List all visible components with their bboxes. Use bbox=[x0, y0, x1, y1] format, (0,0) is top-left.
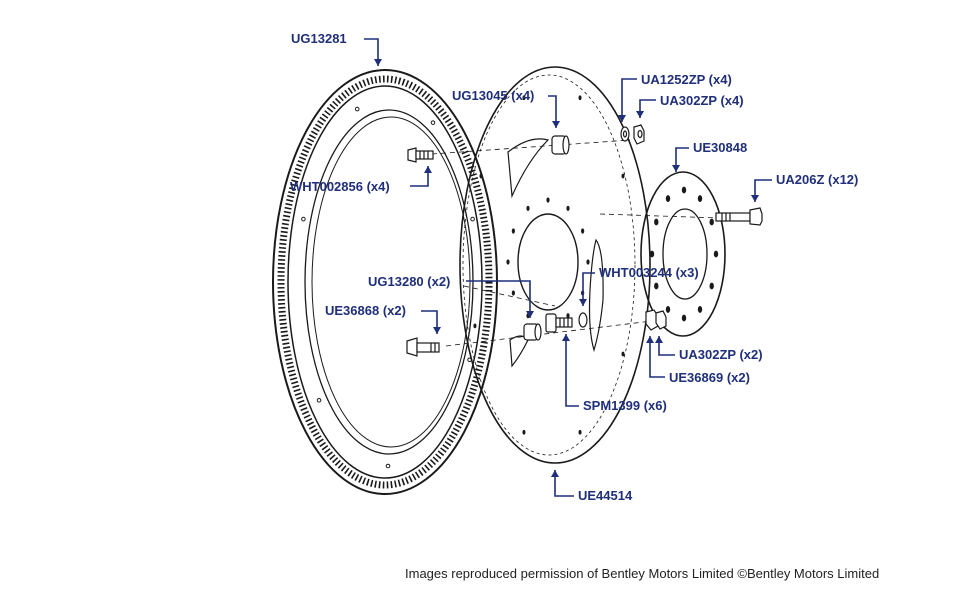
clamp-hole bbox=[713, 250, 719, 258]
leader-arrow bbox=[655, 336, 663, 343]
nut-top bbox=[633, 124, 645, 145]
ring-hole bbox=[354, 106, 360, 112]
leader-arrow bbox=[526, 311, 534, 318]
leader-ue30848 bbox=[675, 147, 689, 172]
clamp-hole bbox=[697, 195, 703, 202]
leader-arrow bbox=[433, 327, 441, 334]
callout-ug13280: UG13280 (x2) bbox=[368, 274, 451, 289]
ring-hole bbox=[316, 397, 322, 403]
plate-outer-hole bbox=[621, 351, 625, 357]
callout-ua302zp-bottom: UA302ZP (x2) bbox=[679, 347, 763, 362]
plate-bolt-hole bbox=[581, 228, 585, 234]
leader-arrow bbox=[646, 336, 654, 343]
plate-outer-hole bbox=[621, 173, 625, 179]
leader-wht002856 bbox=[410, 166, 429, 187]
leader-spm1399 bbox=[565, 334, 579, 407]
clamp-hole bbox=[654, 218, 659, 226]
copyright-credit: Images reproduced permission of Bentley … bbox=[405, 566, 880, 581]
ring-hole bbox=[301, 216, 306, 222]
leader-arrow bbox=[751, 195, 759, 202]
plate-outer-hole bbox=[522, 95, 526, 101]
callout-spm1399: SPM1399 (x6) bbox=[583, 398, 667, 413]
callout-ua206z: UA206Z (x12) bbox=[776, 172, 859, 187]
plate-bolt-hole bbox=[526, 205, 530, 211]
spacer bbox=[551, 135, 570, 155]
leader-ug13281 bbox=[364, 38, 379, 66]
clamp-hole bbox=[665, 195, 671, 202]
clamp-hole bbox=[649, 250, 655, 258]
clamp-plate-holes bbox=[649, 186, 719, 322]
ring-hole bbox=[430, 120, 436, 125]
leader-arrow bbox=[636, 111, 644, 118]
plate-outer-hole bbox=[473, 323, 477, 329]
leader-arrow bbox=[562, 334, 570, 341]
callout-ua302zp-top: UA302ZP (x4) bbox=[660, 93, 744, 108]
leader-ua206z bbox=[754, 179, 772, 202]
pin-stack bbox=[545, 312, 588, 333]
leader-arrow bbox=[551, 470, 559, 477]
clamp-hole bbox=[665, 306, 671, 313]
leader-wht003244 bbox=[582, 272, 595, 306]
leader-lines bbox=[364, 38, 772, 497]
plate-bolt-hole bbox=[506, 259, 510, 265]
callout-ue36868: UE36868 (x2) bbox=[325, 303, 406, 318]
ring-hole bbox=[470, 216, 475, 222]
callout-wht003244: WHT003244 (x3) bbox=[599, 265, 699, 280]
leader-ue36869 bbox=[649, 336, 665, 378]
plate-outer-hole bbox=[479, 173, 483, 179]
leader-ua302zp-top bbox=[639, 99, 656, 118]
leader-ua302zp-bottom bbox=[658, 336, 675, 356]
clamp-plate bbox=[640, 171, 726, 337]
plate-bolt-hole bbox=[586, 259, 590, 265]
leader-arrow bbox=[672, 165, 680, 172]
plate-bolt-hole bbox=[566, 313, 570, 319]
clamp-hole bbox=[681, 314, 687, 322]
plate-bolt-hole bbox=[511, 228, 515, 234]
assembly-axes bbox=[431, 139, 721, 347]
plate-bolt-hole bbox=[546, 197, 550, 203]
callout-wht002856: WHT002856 (x4) bbox=[290, 179, 390, 194]
callout-ue36869: UE36869 (x2) bbox=[669, 370, 750, 385]
callout-ug13045: UG13045 (x4) bbox=[452, 88, 535, 103]
callout-ug13281: UG13281 bbox=[291, 31, 347, 46]
washer-top bbox=[620, 126, 630, 142]
leader-arrow bbox=[618, 115, 626, 122]
ring-gear bbox=[272, 69, 498, 495]
plate-outer-hole bbox=[522, 429, 526, 435]
leader-ue44514 bbox=[554, 470, 574, 497]
plate-bolt-hole bbox=[511, 290, 515, 296]
leader-arrow bbox=[424, 166, 432, 173]
clamp-hole bbox=[709, 282, 714, 290]
clamp-hole bbox=[681, 186, 687, 194]
callout-ua1252zp: UA1252ZP (x4) bbox=[641, 72, 732, 87]
dowel bbox=[523, 323, 542, 341]
clamp-hole bbox=[697, 306, 703, 313]
clamp-hole bbox=[654, 282, 659, 290]
ring-hole bbox=[385, 463, 391, 469]
leader-arrow bbox=[552, 121, 560, 128]
nut-bottom bbox=[645, 309, 667, 331]
leader-ua1252zp bbox=[621, 78, 637, 122]
drive-plate-holes bbox=[473, 95, 625, 435]
leader-ug13280 bbox=[466, 280, 531, 318]
leader-ug13045 bbox=[548, 95, 557, 128]
callout-ue44514: UE44514 bbox=[578, 488, 633, 503]
balance-bolt bbox=[406, 337, 440, 357]
drive-plate bbox=[459, 66, 651, 464]
plate-outer-hole bbox=[578, 95, 582, 101]
clamp-hole bbox=[709, 218, 714, 226]
leader-ue36868 bbox=[421, 310, 438, 334]
flange-bolt bbox=[715, 207, 763, 226]
plate-bolt-hole bbox=[566, 205, 570, 211]
callout-ue30848: UE30848 bbox=[693, 140, 748, 155]
leader-arrow bbox=[579, 299, 587, 306]
ring-bolt bbox=[407, 147, 434, 163]
leader-arrow bbox=[374, 59, 382, 66]
ring-gear-holes bbox=[301, 106, 475, 469]
plate-outer-hole bbox=[578, 429, 582, 435]
